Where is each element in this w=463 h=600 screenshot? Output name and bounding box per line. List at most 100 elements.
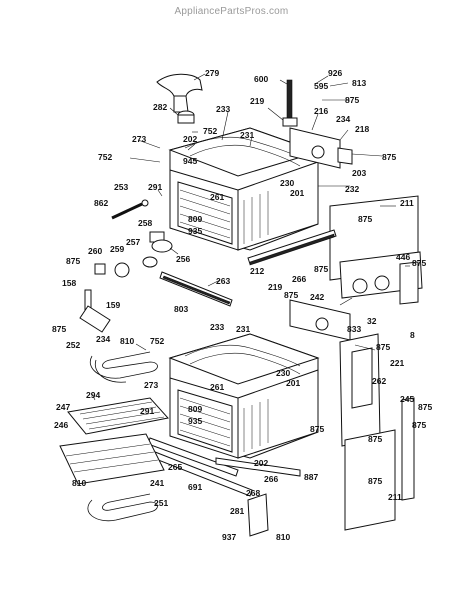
label-259: 259 (110, 244, 124, 254)
part-260 (94, 263, 106, 275)
label-219-lower: 219 (268, 282, 282, 292)
bottom-trim-268 (215, 457, 301, 477)
label-241: 241 (150, 478, 164, 488)
label-201-lower: 201 (286, 378, 300, 388)
label-875-k: 875 (310, 424, 324, 434)
bake-element-loop (94, 359, 127, 383)
label-875-c: 875 (382, 152, 396, 162)
label-242: 242 (310, 292, 324, 302)
switch-knob-257 (142, 256, 158, 268)
label-230-lower: 230 (276, 368, 290, 378)
oven-rack-246 (59, 433, 165, 485)
label-246: 246 (54, 420, 68, 430)
label-202-upper: 202 (183, 134, 197, 144)
label-291-lower: 291 (140, 406, 154, 416)
label-273-upper: 273 (132, 134, 146, 144)
label-265: 265 (168, 462, 182, 472)
label-875-g: 875 (52, 324, 66, 334)
door-bar-edge (162, 275, 231, 305)
part-number-labels: 279 282 233 752 231 273 202 752 945 291 … (52, 68, 432, 542)
label-446: 446 (396, 252, 410, 262)
label-935-upper: 935 (188, 226, 202, 236)
label-935-lower: 935 (188, 416, 202, 426)
label-263: 263 (216, 276, 230, 286)
upper-oven-cavity (168, 127, 320, 251)
switch-body-256 (151, 239, 173, 253)
label-234: 234 (336, 114, 350, 124)
label-219-upper: 219 (250, 96, 264, 106)
label-32: 32 (367, 316, 377, 326)
label-294: 294 (86, 390, 100, 400)
label-159: 159 (106, 300, 120, 310)
label-926: 926 (328, 68, 342, 78)
label-833: 833 (347, 324, 361, 334)
label-258: 258 (138, 218, 152, 228)
label-202-lower: 202 (254, 458, 268, 468)
label-281: 281 (230, 506, 244, 516)
label-257: 257 (126, 237, 140, 247)
label-862: 862 (94, 198, 108, 208)
label-266-upper: 266 (292, 274, 306, 284)
label-230-upper: 230 (280, 178, 294, 188)
label-875-a: 875 (66, 256, 80, 266)
label-279: 279 (205, 68, 219, 78)
label-875-m: 875 (412, 420, 426, 430)
label-211-upper: 211 (400, 198, 414, 208)
label-268: 268 (246, 488, 260, 498)
sensor-probe (111, 202, 143, 220)
label-875-d: 875 (358, 214, 372, 224)
label-261-lower: 261 (210, 382, 224, 392)
label-234-lower: 234 (96, 334, 110, 344)
label-810-mid: 810 (72, 478, 86, 488)
label-875-b: 875 (345, 95, 359, 105)
label-221: 221 (390, 358, 404, 368)
sensor-probe-tip (141, 199, 149, 207)
label-752-left: 752 (98, 152, 112, 162)
label-875-j: 875 (418, 402, 432, 412)
label-273-lower: 273 (144, 380, 158, 390)
label-247: 247 (56, 402, 70, 412)
label-691: 691 (188, 482, 202, 492)
label-291-upper: 291 (148, 182, 162, 192)
lower-side-hole (315, 317, 329, 331)
label-158: 158 (62, 278, 76, 288)
label-211-lower: 211 (388, 492, 402, 502)
label-875-h: 875 (284, 290, 298, 300)
label-875-e: 875 (314, 264, 328, 274)
label-875-i: 875 (376, 342, 390, 352)
latch-plate-234 (79, 305, 111, 333)
knob-259 (114, 262, 130, 278)
rail-hole-2 (374, 275, 390, 291)
label-803: 803 (174, 304, 188, 314)
flue-bracket (282, 117, 298, 127)
label-809-lower: 809 (188, 404, 202, 414)
broil-element-251 (87, 493, 158, 522)
label-218: 218 (355, 124, 369, 134)
label-266-lower: 266 (264, 474, 278, 484)
label-260: 260 (88, 246, 102, 256)
upper-bracket-tab (337, 147, 353, 165)
label-8: 8 (410, 330, 415, 340)
label-212: 212 (250, 266, 264, 276)
label-245: 245 (400, 394, 414, 404)
label-233-lower: 233 (210, 322, 224, 332)
label-253: 253 (114, 182, 128, 192)
leader-lines (91, 73, 410, 401)
label-809-upper: 809 (188, 214, 202, 224)
label-595: 595 (314, 81, 328, 91)
label-256: 256 (176, 254, 190, 264)
label-261-upper: 261 (210, 192, 224, 202)
label-600: 600 (254, 74, 268, 84)
label-203: 203 (352, 168, 366, 178)
upper-side-hole (311, 145, 325, 159)
label-232: 232 (345, 184, 359, 194)
rail-end-bracket (399, 261, 419, 305)
lower-oven-cavity (168, 333, 320, 459)
label-233-upper: 233 (216, 104, 230, 114)
label-752-upper: 752 (203, 126, 217, 136)
label-810-lower: 810 (276, 532, 290, 542)
label-937: 937 (222, 532, 236, 542)
bracket-281 (247, 493, 269, 537)
label-875-n: 875 (368, 476, 382, 486)
